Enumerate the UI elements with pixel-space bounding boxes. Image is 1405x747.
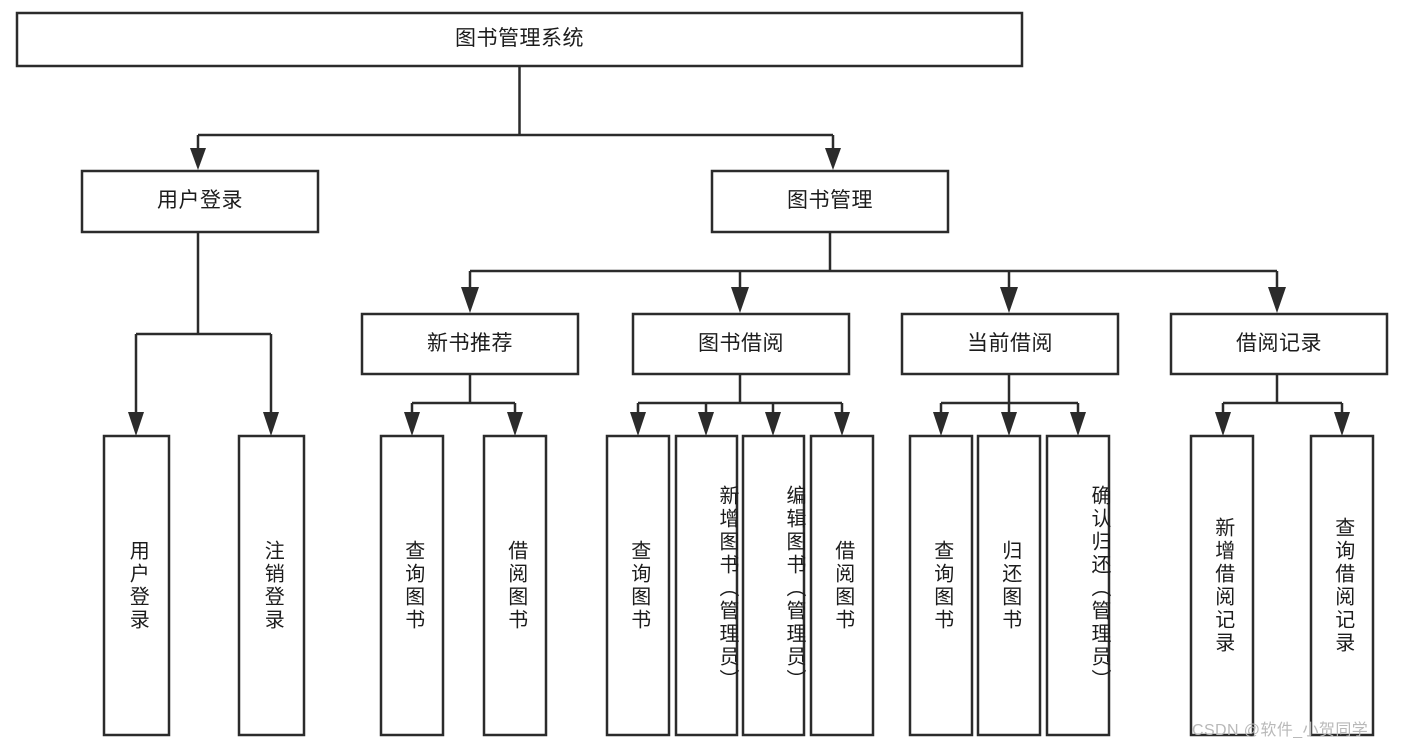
arrow-to-leaf-logout (263, 412, 279, 436)
leaf-box-borrow-book-1[interactable] (482, 434, 548, 737)
arrow-to-leaf-edit-book (765, 412, 781, 436)
node-user-login[interactable] (80, 169, 320, 234)
arrow-to-leaf-query-book-1 (404, 412, 420, 436)
leaf-box-confirm-return[interactable] (1045, 434, 1111, 737)
leaf-box-add-book[interactable] (674, 434, 739, 737)
arrow-to-new-book-recommend (461, 287, 479, 313)
arrow-to-user-login (190, 148, 206, 170)
leaf-box-add-record[interactable] (1189, 434, 1255, 737)
leaf-box-edit-book[interactable] (741, 434, 806, 737)
node-book-borrow[interactable] (631, 312, 851, 376)
arrow-to-leaf-user-login (128, 412, 144, 436)
arrow-to-leaf-confirm-return (1070, 412, 1086, 436)
leaf-box-borrow-book-2[interactable] (809, 434, 875, 737)
node-current-borrow[interactable] (900, 312, 1120, 376)
arrow-to-leaf-query-book-2 (630, 412, 646, 436)
connector-new-book-recommend-to-leaves (410, 374, 517, 422)
arrow-to-leaf-borrow-book-2 (834, 412, 850, 436)
connector-book-manage-to-level2 (468, 232, 1279, 288)
connector-book-borrow-to-leaves (636, 374, 844, 422)
arrow-to-book-manage (825, 148, 841, 170)
watermark-text: CSDN @软件_小贺同学 (1192, 722, 1369, 739)
arrow-to-leaf-add-record (1215, 412, 1231, 436)
leaf-box-user-login[interactable] (102, 434, 171, 737)
node-new-book-recommend[interactable] (360, 312, 580, 376)
connector-user-login-to-leaves (134, 232, 273, 422)
leaf-box-logout[interactable] (237, 434, 306, 737)
node-root-book-management-system[interactable] (15, 11, 1024, 68)
leaf-box-query-book-3[interactable] (908, 434, 974, 737)
node-book-manage[interactable] (710, 169, 950, 234)
connector-borrow-record-to-leaves (1221, 374, 1344, 422)
arrow-to-borrow-record (1268, 287, 1286, 313)
leaf-box-query-book-1[interactable] (379, 434, 445, 737)
arrow-to-leaf-return-book (1001, 412, 1017, 436)
arrow-to-leaf-query-book-3 (933, 412, 949, 436)
connector-root-to-level1 (196, 66, 835, 158)
arrow-to-leaf-query-record (1334, 412, 1350, 436)
arrow-to-book-borrow (731, 287, 749, 313)
arrow-to-current-borrow (1000, 287, 1018, 313)
leaf-box-query-book-2[interactable] (605, 434, 671, 737)
node-borrow-record[interactable] (1169, 312, 1389, 376)
arrow-to-leaf-add-book (698, 412, 714, 436)
leaf-box-query-record[interactable] (1309, 434, 1375, 737)
leaf-box-return-book[interactable] (976, 434, 1042, 737)
arrow-to-leaf-borrow-book-1 (507, 412, 523, 436)
